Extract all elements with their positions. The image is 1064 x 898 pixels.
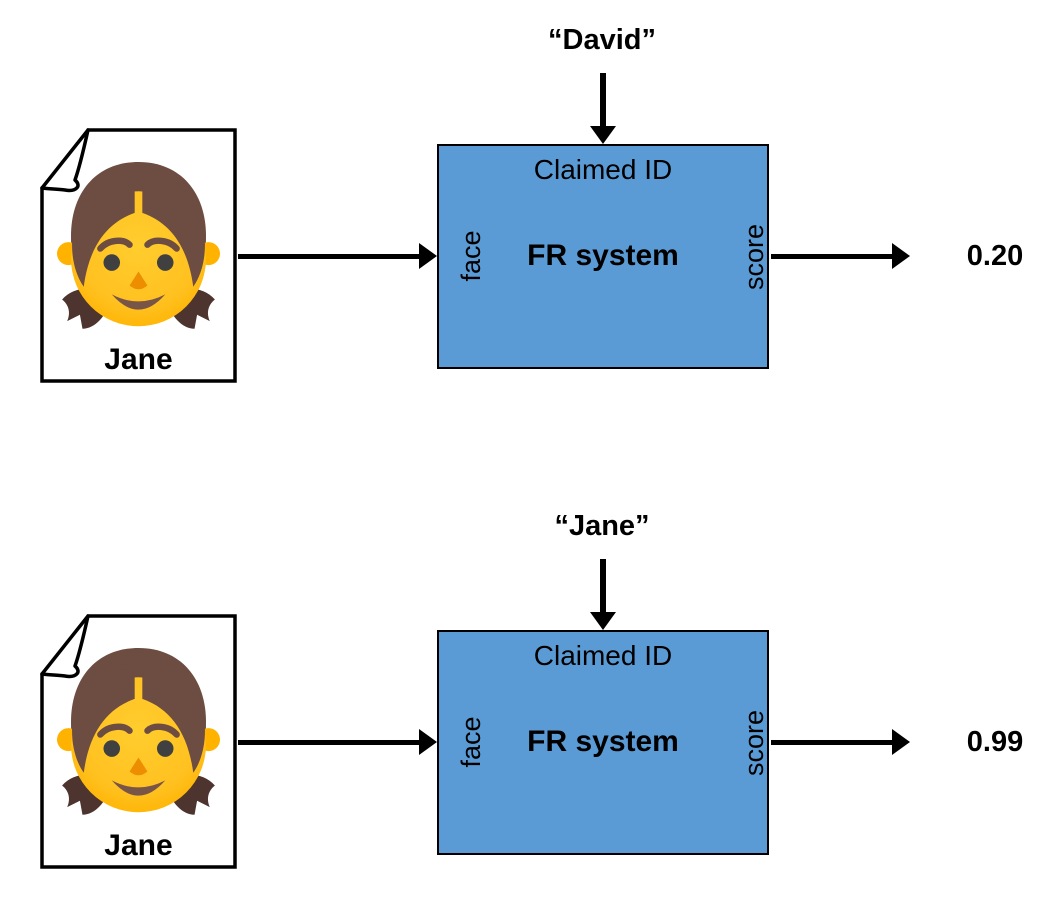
- claimed-id-port-label: Claimed ID: [533, 640, 673, 671]
- arrow-shaft: [600, 559, 606, 612]
- fr-system-box: Claimed ID FR system face score: [437, 144, 769, 369]
- arrow-head: [590, 612, 616, 630]
- fr-system-label: FR system: [527, 725, 679, 758]
- photo-label: Jane: [104, 829, 173, 862]
- claimed-id-value: “Jane”: [554, 510, 650, 542]
- score-output-arrow-icon: [771, 729, 910, 755]
- claimed-id-port-label: Claimed ID: [533, 154, 673, 185]
- score-value: 0.99: [966, 726, 1024, 758]
- fr-system-box: Claimed ID FR system face score: [437, 630, 769, 855]
- arrow-shaft: [771, 253, 892, 259]
- score-value: 0.20: [966, 240, 1024, 272]
- girl-emoji-icon: [57, 161, 220, 329]
- claimed-id-arrow-icon: [590, 73, 616, 144]
- verification-scenario-genuine: “Jane”: [0, 486, 1064, 898]
- arrow-shaft: [238, 739, 419, 745]
- face-input-arrow-icon: [238, 729, 437, 755]
- arrow-head: [419, 729, 437, 755]
- arrow-shaft: [238, 253, 419, 259]
- face-port-label: face: [456, 716, 486, 768]
- score-output-arrow-icon: [771, 243, 910, 269]
- verification-scenario-impostor: “David”: [0, 0, 1064, 412]
- score-port-label: score: [739, 223, 769, 291]
- photo-document: Jane: [39, 128, 238, 384]
- claimed-id-arrow-icon: [590, 559, 616, 630]
- face-input-arrow-icon: [238, 243, 437, 269]
- arrow-head: [419, 243, 437, 269]
- fr-system-label: FR system: [527, 239, 679, 272]
- arrow-shaft: [600, 73, 606, 126]
- arrow-head: [892, 243, 910, 269]
- claimed-id-value: “David”: [548, 24, 656, 56]
- photo-document: Jane: [39, 614, 238, 870]
- arrow-head: [590, 126, 616, 144]
- arrow-head: [892, 729, 910, 755]
- face-port-label: face: [456, 230, 486, 282]
- arrow-shaft: [771, 739, 892, 745]
- girl-emoji-icon: [57, 647, 220, 815]
- photo-label: Jane: [104, 343, 173, 376]
- score-port-label: score: [739, 709, 769, 777]
